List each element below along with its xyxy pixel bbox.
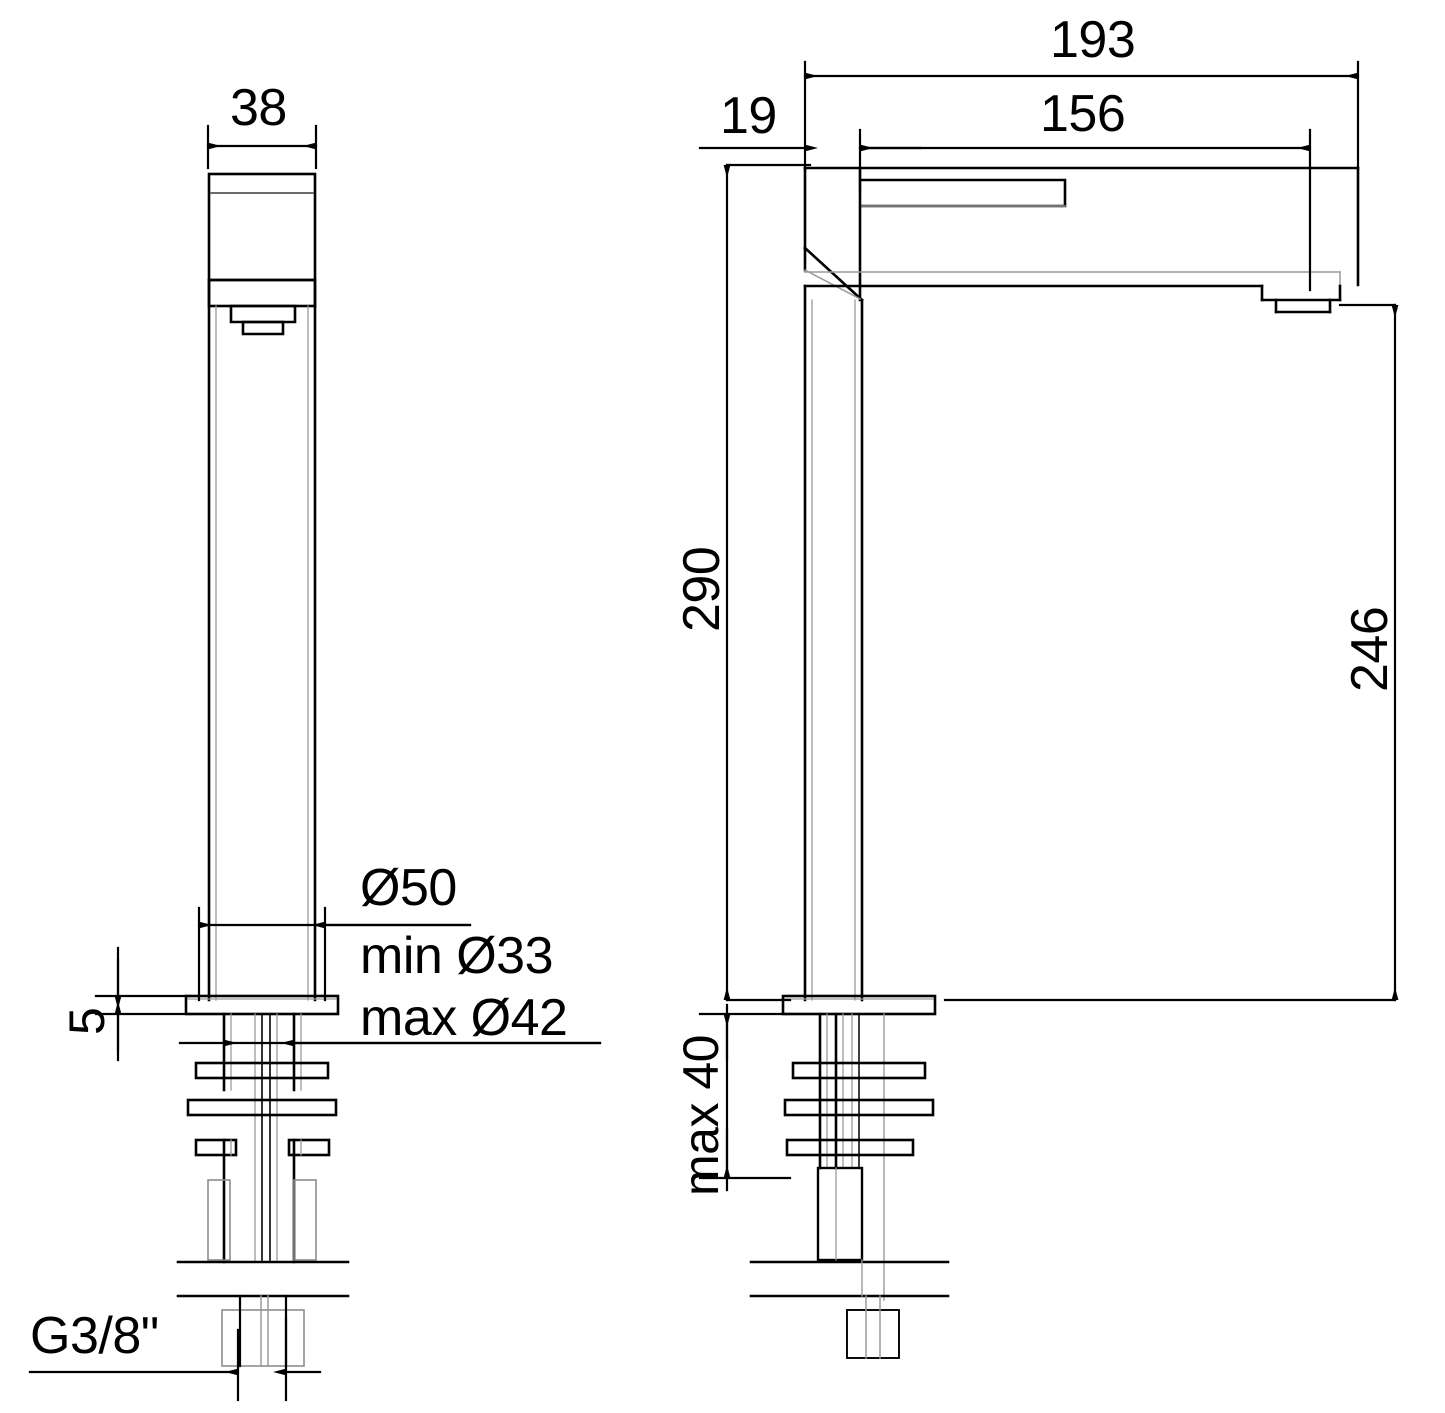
dimension-lines [28, 60, 1399, 1402]
dim-label-inlet-thread: G3/8" [30, 1307, 159, 1365]
dim-label-handle-offset: 19 [720, 87, 777, 145]
dim-label-hole-max: max Ø42 [360, 989, 568, 1047]
dim-label-spout-reach: 156 [1040, 85, 1126, 143]
dim-label-spout-height: 246 [1341, 606, 1399, 692]
dim-label-max-counter-thickness: max 40 [673, 1035, 729, 1196]
side-view-geometry [749, 166, 1360, 1359]
dim-label-hole-min: min Ø33 [360, 927, 554, 985]
dim-label-flange-thickness: 5 [59, 1007, 115, 1035]
dim-label-flange-diameter: Ø50 [360, 859, 457, 917]
dim-label-front-width: 38 [230, 79, 287, 137]
front-view-geometry [176, 172, 350, 1368]
dim-label-spout-total-reach: 193 [1050, 11, 1136, 69]
dim-label-overall-height: 290 [673, 546, 731, 632]
